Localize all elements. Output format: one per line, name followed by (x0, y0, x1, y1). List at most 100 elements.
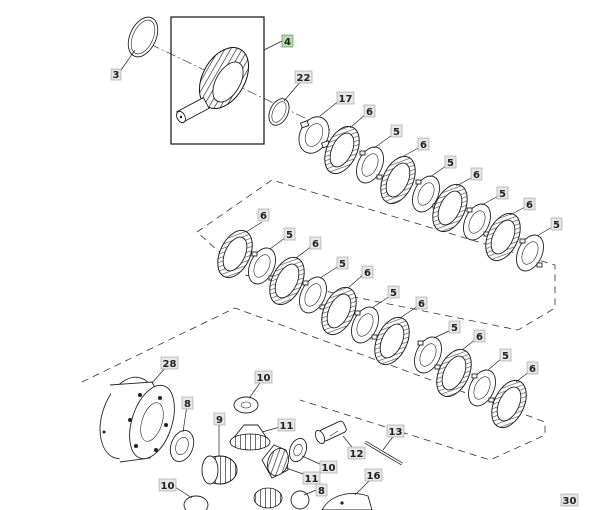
lower-washer-part[interactable] (183, 495, 209, 510)
callout-28[interactable]: 28 (160, 356, 179, 370)
friction-disc-lower-2[interactable] (485, 375, 533, 433)
callout-5b[interactable]: 5 (444, 155, 457, 169)
friction-disc-lower-1[interactable] (430, 344, 478, 402)
callout-5d-text: 5 (553, 220, 560, 231)
callout-5i-text: 5 (502, 351, 509, 362)
snap-ring-part[interactable] (122, 12, 163, 61)
callout-5f-text: 5 (339, 259, 346, 270)
pinion-gear-part-lower[interactable] (261, 444, 292, 479)
clutch-pack-dashed-outline-lower (81, 307, 546, 461)
callout-22-text: 22 (297, 73, 311, 84)
callout-30[interactable]: 30 (560, 493, 579, 507)
side-gear-part[interactable] (201, 455, 238, 485)
callout-labels: 3 4 22 17 6 5 6 5 6 5 6 5 6 5 6 5 6 5 6 … (110, 34, 579, 507)
steel-disc-lower-1[interactable] (409, 333, 447, 378)
thrust-ring-part[interactable] (265, 96, 293, 129)
callout-6h-text: 6 (418, 299, 425, 310)
differential-housing-part[interactable] (90, 370, 182, 466)
callout-22[interactable]: 22 (294, 70, 313, 84)
side-washer-part[interactable] (233, 396, 259, 414)
pinion-gear-part-upper[interactable] (229, 424, 271, 451)
steel-disc-middle-3[interactable] (346, 303, 384, 348)
friction-disc-upper-2[interactable] (374, 151, 422, 209)
callout-12[interactable]: 12 (347, 446, 366, 460)
friction-disc-middle-2[interactable] (263, 252, 311, 310)
callout-5c[interactable]: 5 (496, 186, 509, 200)
callout-11b-text: 11 (305, 474, 319, 485)
friction-disc-upper-3[interactable] (426, 179, 474, 237)
callout-6c-text: 6 (473, 170, 480, 181)
callout-5g[interactable]: 5 (387, 285, 400, 299)
steel-disc-upper-1[interactable] (351, 143, 389, 188)
callout-6f[interactable]: 6 (309, 236, 322, 250)
callout-3-text: 3 (113, 70, 120, 81)
callout-6g[interactable]: 6 (361, 265, 374, 279)
thrust-washer-part-lower[interactable] (290, 490, 310, 510)
callout-5a[interactable]: 5 (390, 124, 403, 138)
callout-4-text: 4 (284, 37, 291, 48)
friction-disc-middle-1[interactable] (211, 225, 259, 283)
callout-6e[interactable]: 6 (257, 208, 270, 222)
callout-5e-text: 5 (286, 230, 293, 241)
callout-5d[interactable]: 5 (550, 217, 563, 231)
callout-8b-text: 8 (318, 486, 325, 497)
callout-11b[interactable]: 11 (302, 471, 321, 485)
callout-17[interactable]: 17 (336, 91, 355, 105)
callout-10b[interactable]: 10 (319, 460, 338, 474)
callout-6j-text: 6 (529, 364, 536, 375)
callout-5f[interactable]: 5 (336, 256, 349, 270)
callout-28-text: 28 (163, 359, 177, 370)
callout-6e-text: 6 (260, 211, 267, 222)
callout-10b-text: 10 (322, 463, 336, 474)
callout-5e[interactable]: 5 (283, 227, 296, 241)
callout-5i[interactable]: 5 (499, 348, 512, 362)
callout-6b[interactable]: 6 (417, 137, 430, 151)
callout-6c[interactable]: 6 (470, 167, 483, 181)
steel-disc-middle-2[interactable] (294, 273, 332, 318)
case-cover-part[interactable] (321, 493, 373, 510)
callout-6i[interactable]: 6 (473, 329, 486, 343)
callout-5b-text: 5 (447, 158, 454, 169)
callout-11a-text: 11 (280, 421, 294, 432)
callout-6b-text: 6 (420, 140, 427, 151)
friction-disc-middle-3[interactable] (315, 282, 363, 340)
callout-5h[interactable]: 5 (448, 320, 461, 334)
callout-10a[interactable]: 10 (254, 370, 273, 384)
callout-5a-text: 5 (393, 127, 400, 138)
callout-8a[interactable]: 8 (181, 396, 194, 410)
thrust-washer-part-right[interactable] (286, 436, 309, 464)
callout-10c-text: 10 (161, 481, 175, 492)
callout-6i-text: 6 (476, 332, 483, 343)
roll-pin-part[interactable] (364, 440, 403, 466)
callout-8a-text: 8 (184, 399, 191, 410)
callout-16-text: 16 (367, 471, 381, 482)
callout-6f-text: 6 (312, 239, 319, 250)
callout-5h-text: 5 (451, 323, 458, 334)
callout-6a[interactable]: 6 (363, 104, 376, 118)
callout-5c-text: 5 (499, 189, 506, 200)
callout-30-text: 30 (563, 496, 577, 507)
friction-disc-upper-4[interactable] (479, 208, 527, 266)
callout-13[interactable]: 13 (386, 424, 405, 438)
callout-9[interactable]: 9 (213, 412, 226, 426)
lower-gear-part[interactable] (253, 487, 283, 509)
callout-10c[interactable]: 10 (158, 478, 177, 492)
cross-shaft-part[interactable] (313, 420, 347, 445)
leader-lines (120, 40, 553, 499)
callout-3[interactable]: 3 (110, 68, 122, 81)
callout-8b[interactable]: 8 (315, 483, 328, 497)
friction-disc-middle-4[interactable] (368, 312, 416, 370)
thrust-washer-part-upper[interactable] (166, 427, 198, 465)
callout-11a[interactable]: 11 (277, 418, 296, 432)
friction-disc-upper-1[interactable] (318, 121, 366, 179)
callout-6h[interactable]: 6 (415, 296, 428, 310)
steel-disc-upper-3[interactable] (458, 200, 496, 245)
callout-16[interactable]: 16 (364, 468, 383, 482)
steel-disc-lower-2[interactable] (463, 366, 501, 411)
callout-4[interactable]: 4 (281, 34, 294, 48)
callout-6j[interactable]: 6 (526, 361, 539, 375)
callout-5g-text: 5 (390, 288, 397, 299)
bevel-gear-part[interactable] (175, 39, 259, 124)
callout-6d[interactable]: 6 (523, 197, 536, 211)
